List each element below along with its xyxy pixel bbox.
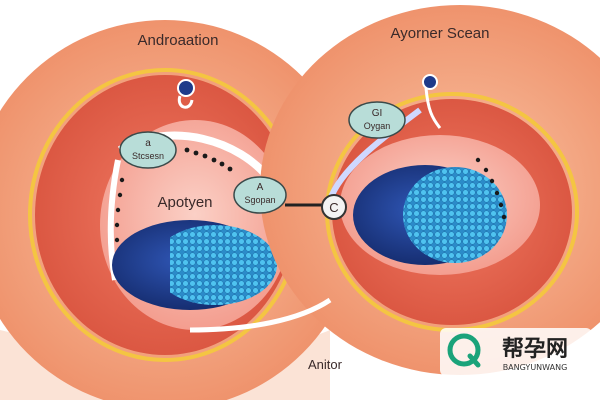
watermark-en: BANGYUNWANG: [503, 363, 568, 372]
bubble-right-top-line1: GI: [372, 108, 383, 119]
bubble-left-mid-line1: A: [257, 182, 264, 193]
watermark-cn: 帮孕网: [502, 336, 568, 362]
bubble-left-top: a Stcsesn: [119, 131, 177, 169]
pin-icon: [177, 79, 195, 97]
junction-label: C: [329, 200, 338, 215]
right-pin-stem: [424, 87, 442, 129]
watermark-logo-icon: [447, 333, 481, 367]
right-granule-cluster: [403, 167, 507, 263]
bottom-swoosh: [189, 297, 332, 333]
watermark: 帮孕网 BANGYUNWANG: [440, 328, 592, 376]
bubble-left-top-line2: Stcsesn: [132, 151, 164, 161]
bubble-left-mid: A Sgopan: [233, 176, 287, 214]
right-cell: [260, 5, 600, 375]
right-connector-tube: [327, 107, 422, 202]
junction-node: [321, 194, 347, 220]
bubble-left-top-line1: a: [145, 138, 151, 149]
left-granule-cluster: [170, 225, 277, 305]
right-pin-icon: [422, 74, 438, 90]
right-dot-chain: [475, 157, 507, 220]
center-left-label: Apotyen: [157, 194, 212, 211]
left-cell: [0, 20, 360, 400]
bubble-left-mid-line2: Sgopan: [244, 195, 275, 205]
left-title: Androaation: [138, 32, 219, 49]
bubble-right-top-line2: Oygan: [364, 121, 391, 131]
right-title: Ayorner Scean: [391, 25, 490, 42]
left-pin-stem: [177, 95, 194, 109]
bubble-right-top: GI Oygan: [348, 101, 406, 139]
bottom-label: Anitor: [308, 357, 343, 372]
